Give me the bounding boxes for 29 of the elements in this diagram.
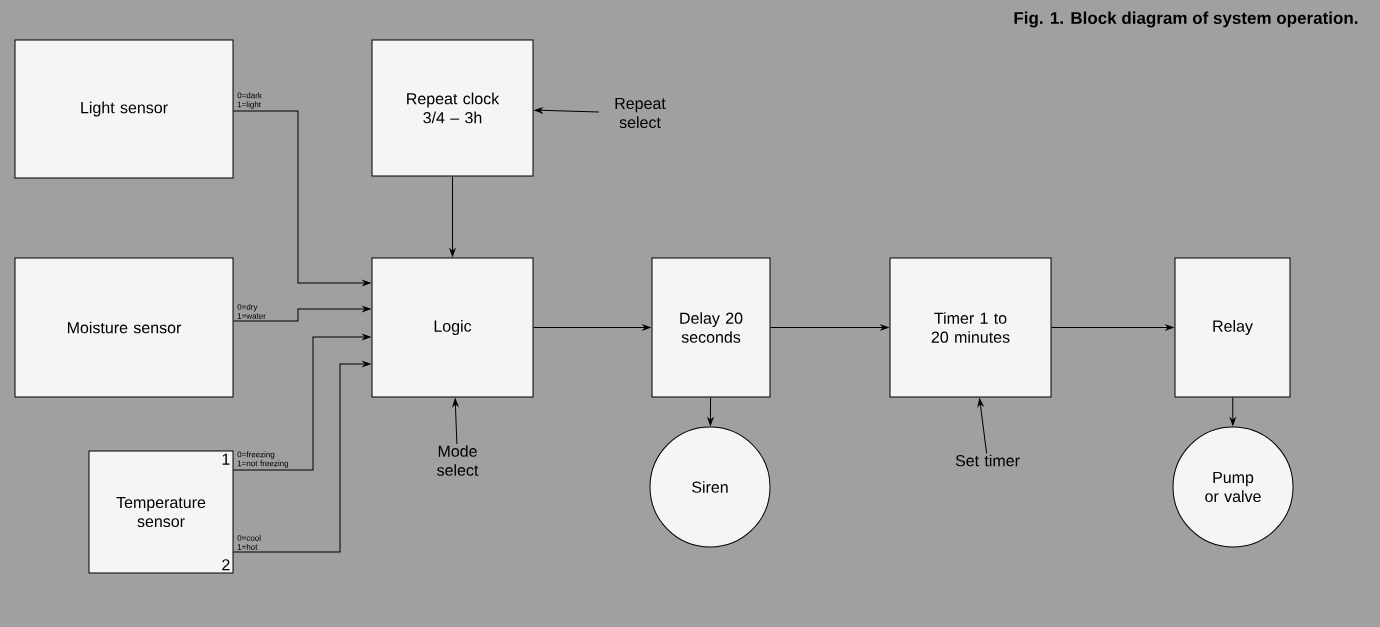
arrow: [534, 107, 600, 114]
arrow: [449, 176, 456, 257]
arrow: [533, 324, 651, 331]
figure-title: Fig. 1. Block diagram of system operation.: [1014, 11, 1358, 28]
process-box: Light sensor: [14, 39, 234, 179]
process-box: Temperature sensor 1 2: [88, 450, 234, 574]
arrow: [770, 324, 889, 331]
process-box: Timer 1 to 20 minutes: [889, 257, 1052, 398]
arrow: [1229, 397, 1236, 426]
input-label: Set timer: [955, 454, 1020, 467]
arrow: [977, 398, 988, 454]
edge-label: 0=dark 1=light: [237, 92, 262, 109]
edge-label: 0=cool 1=hot: [237, 534, 261, 550]
arrow: [707, 397, 714, 426]
arrow: [233, 334, 371, 471]
process-box: Moisture sensor: [14, 257, 234, 398]
arrow: [233, 110, 371, 286]
process-box: Repeat clock 3/4 – 3h: [371, 39, 534, 177]
input-label: Repeat select: [615, 97, 666, 129]
process-box: Delay 20 seconds: [651, 257, 771, 398]
arrow: [233, 361, 371, 553]
arrow: [233, 306, 371, 322]
process-box: Relay: [1174, 257, 1291, 398]
arrow: [452, 398, 459, 445]
edge-label: 0=dry 1=water: [237, 303, 266, 319]
edge-label: 0=freezing 1=not freezing: [237, 451, 289, 468]
process-box: Logic: [371, 257, 534, 398]
input-label: Mode select: [437, 445, 479, 476]
arrow: [1051, 324, 1174, 331]
